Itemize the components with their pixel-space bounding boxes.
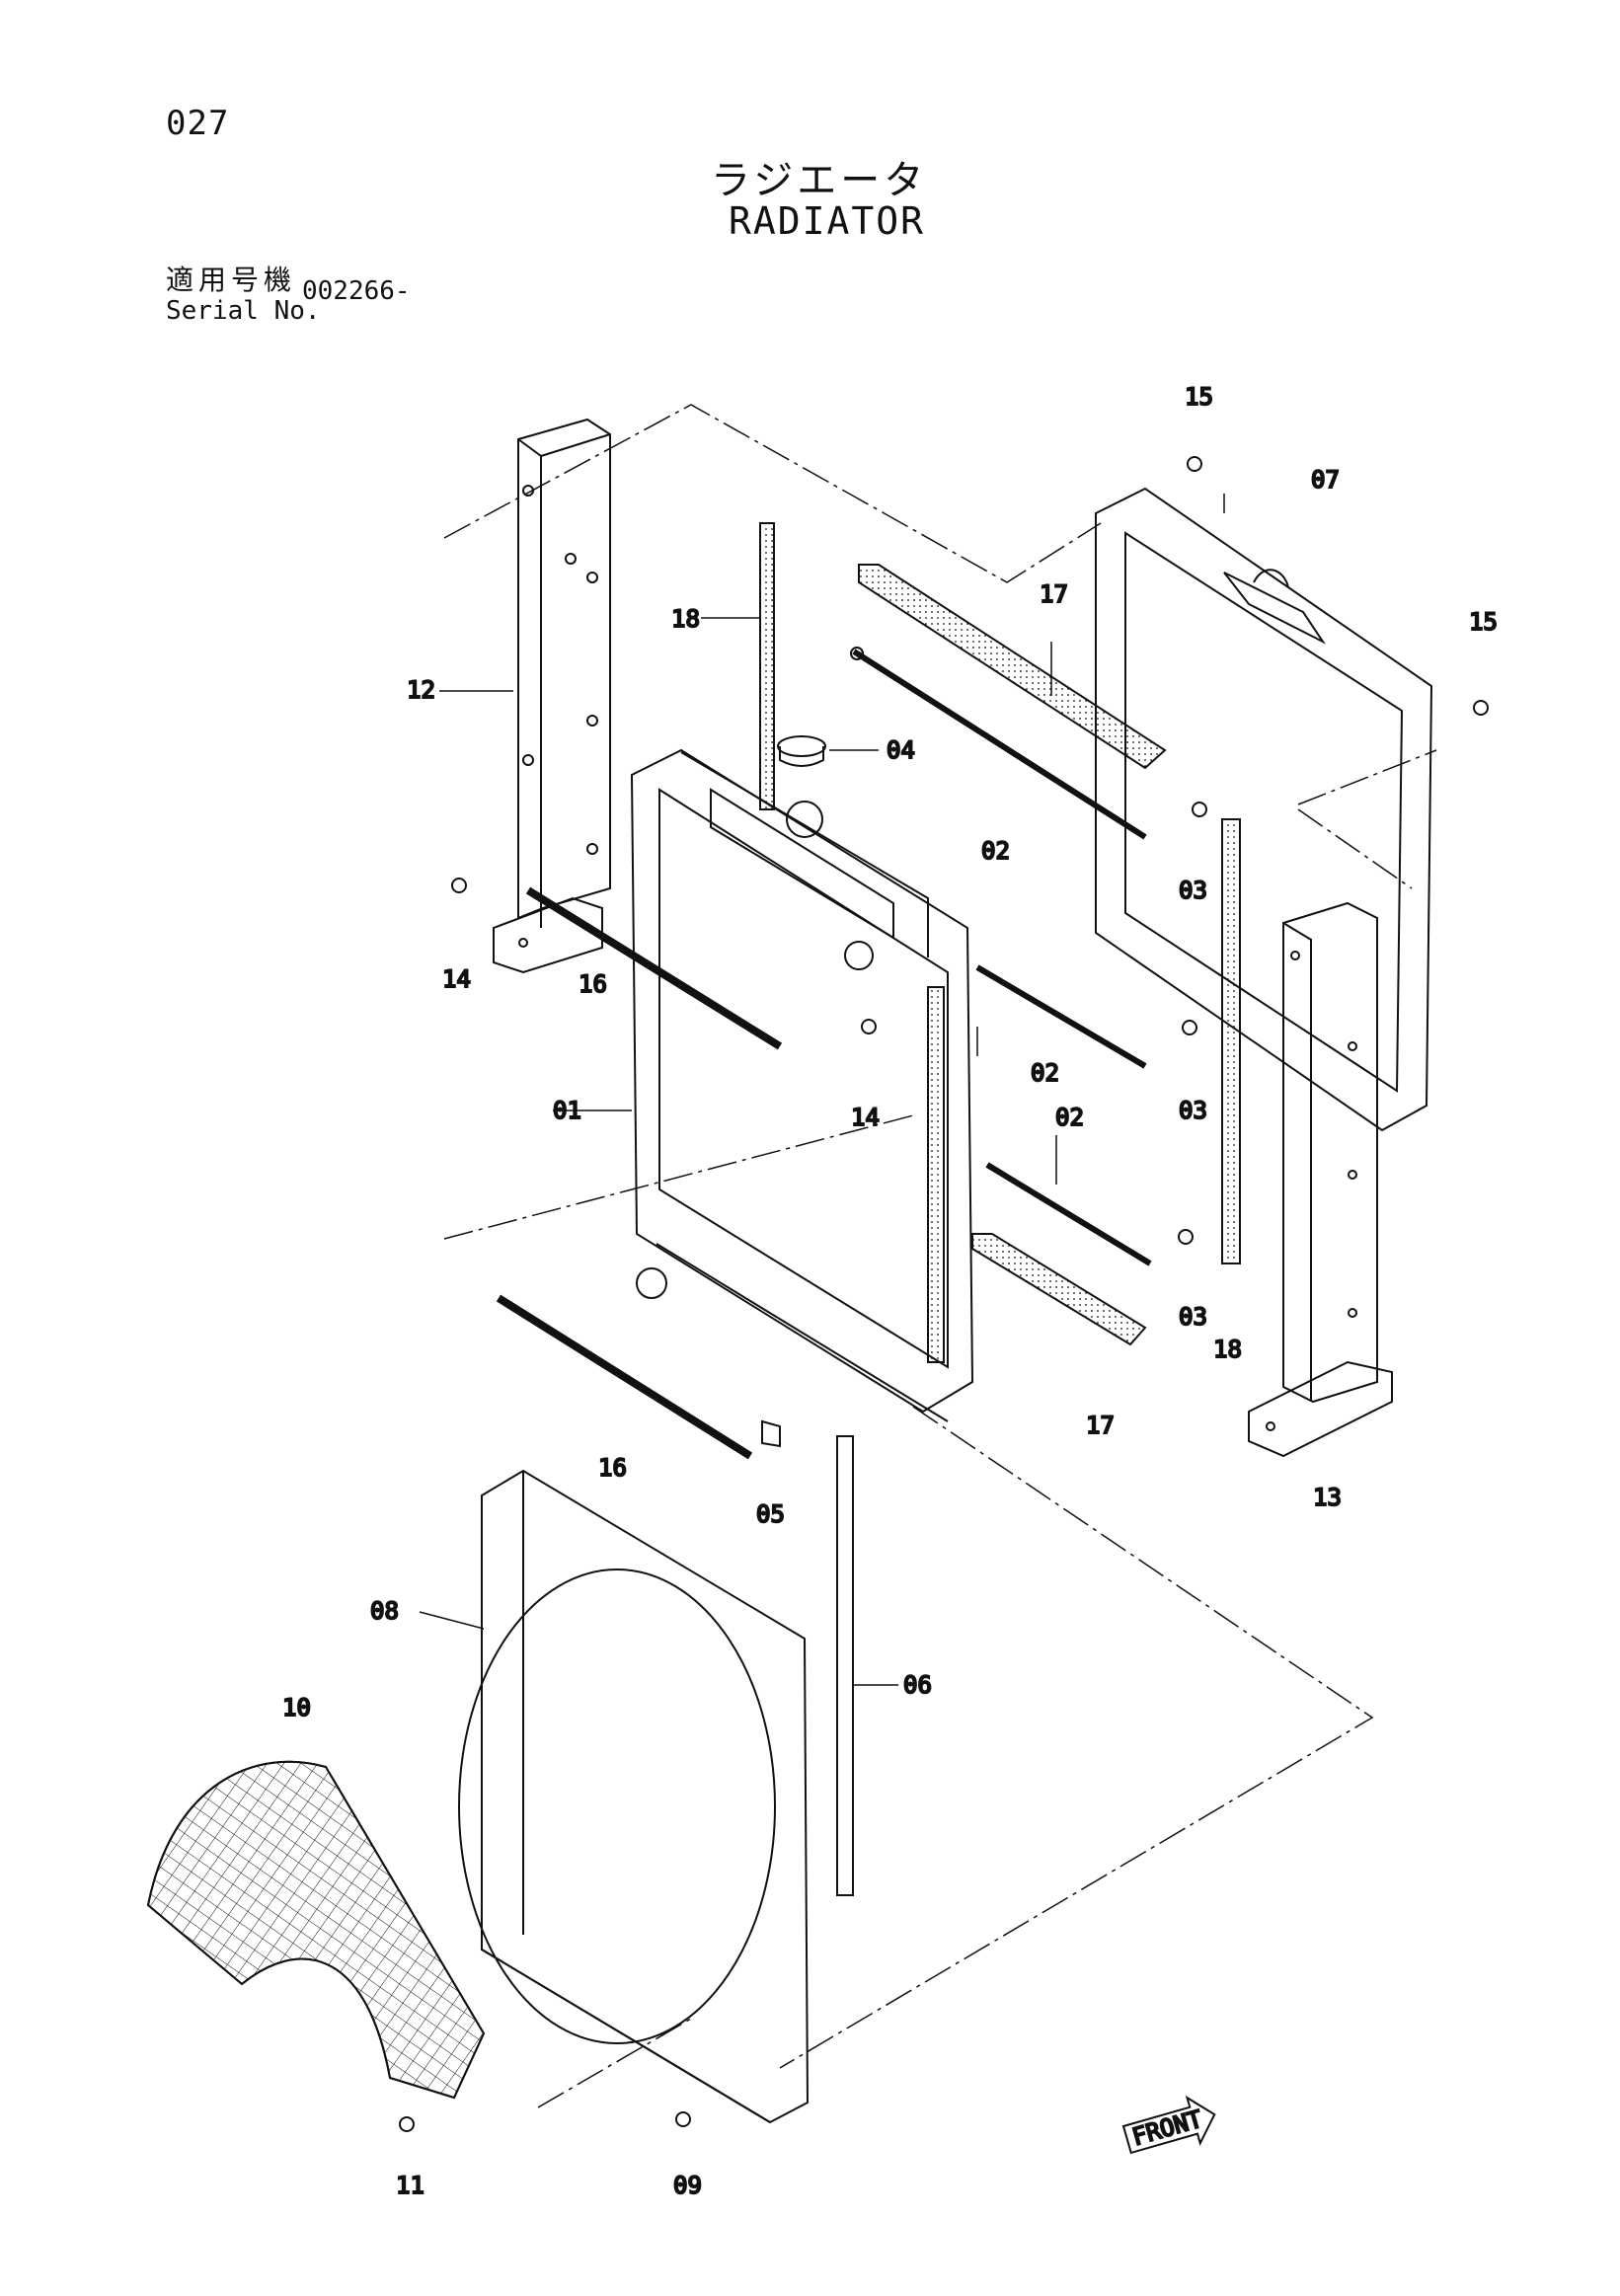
callout-15a: 15 [1185, 383, 1213, 411]
page-title-en: RADIATOR [729, 199, 926, 243]
part-08-fan-shroud [458, 1469, 810, 2124]
callout-03a: 03 [1179, 877, 1207, 904]
part-01-radiator [630, 748, 974, 1422]
callout-02a: 02 [981, 837, 1010, 865]
callout-15b: 15 [1469, 608, 1498, 636]
part-02-stays [850, 647, 1152, 1266]
callout-16a: 16 [579, 970, 607, 998]
part-05-cock [761, 1419, 781, 1448]
callout-07: 07 [1311, 466, 1340, 494]
callout-02b: 02 [1031, 1059, 1059, 1087]
callout-11: 11 [396, 2172, 424, 2199]
part-10-fan-guard [146, 1760, 486, 2100]
part-16-rod-upper [525, 886, 783, 1050]
callout-12: 12 [407, 676, 435, 704]
part-13-bracket [1248, 901, 1393, 1458]
bolt-icons [399, 456, 1489, 2132]
part-18-strip-right [1221, 818, 1241, 1264]
callout-18a: 18 [671, 605, 700, 633]
callout-13: 13 [1313, 1484, 1342, 1511]
part-16-rod-lower [496, 1294, 753, 1460]
callout-10: 10 [282, 1694, 311, 1722]
callout-14a: 14 [442, 965, 471, 993]
callout-05: 05 [756, 1500, 785, 1528]
callout-03b: 03 [1179, 1097, 1207, 1124]
front-label: FRONT [1129, 2105, 1205, 2151]
serial-label-jp: 適用号機 [166, 264, 297, 296]
part-12-bracket [493, 418, 611, 974]
callout-02c: 02 [1055, 1104, 1084, 1131]
part-06-hose [836, 1435, 854, 1896]
page-number: 027 [166, 104, 230, 143]
serial-label-en: Serial No. [166, 296, 321, 326]
callout-14b: 14 [851, 1104, 880, 1131]
callout-01: 01 [553, 1097, 581, 1124]
assembly-lines [443, 404, 1437, 2108]
callout-03c: 03 [1179, 1303, 1207, 1331]
leader-lines [419, 494, 1225, 1686]
front-arrow-icon: FRONT [1121, 2095, 1216, 2155]
callout-09: 09 [673, 2172, 702, 2199]
callout-06: 06 [903, 1671, 932, 1699]
callout-16b: 16 [598, 1454, 627, 1482]
part-18-strip-left [759, 522, 775, 810]
part-04-cap [777, 735, 826, 767]
part-17-bar-bottom [971, 1233, 1147, 1346]
page-title-jp: ラジエータ [711, 158, 928, 203]
callout-17b: 17 [1086, 1412, 1115, 1439]
callout-04: 04 [887, 736, 915, 764]
callout-17a: 17 [1040, 580, 1068, 608]
part-17-bar-top [858, 564, 1167, 770]
serial-value: 002266- [302, 276, 411, 306]
callout-18b: 18 [1213, 1336, 1242, 1363]
callout-08: 08 [370, 1597, 399, 1625]
part-07-shroud [1095, 487, 1433, 1132]
